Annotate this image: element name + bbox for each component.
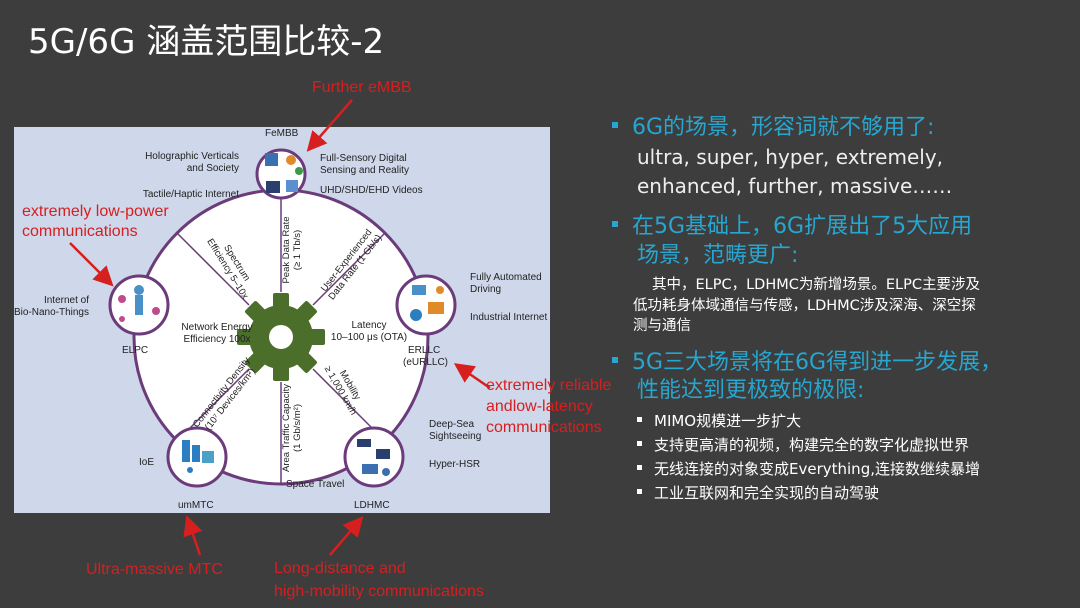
bullet-1-line2: ultra, super, hyper, extremely, <box>637 145 944 169</box>
figure-graphics <box>108 148 457 488</box>
elpc-name: ELPC <box>122 345 149 356</box>
net-energy-line2: Efficiency 100x <box>183 334 251 345</box>
sub-bullet-2-text: 支持更高清的视频，构建完全的数字化虚拟世界 <box>654 436 970 454</box>
peak-rate-label: Peak Data Rate (≥ 1 Tb/s) <box>281 210 303 290</box>
femmb-left1: Holographic Verticals <box>145 151 239 162</box>
area-line2: (1 Gb/s/m²) <box>292 403 303 453</box>
annotation-reliable-line2: andlow-latency <box>486 398 593 415</box>
bullet-2-line2: 场景，范畴更广: <box>637 243 799 268</box>
annotation-lowpower-line1: extremely low-power <box>22 203 169 220</box>
peak-line1: Peak Data Rate <box>281 216 292 284</box>
annotation-further-embb: Further eMBB <box>312 79 412 96</box>
bullet-1-heading: 6G的场景，形容词就不够用了: <box>612 113 934 143</box>
femmb-left3: Tactile/Haptic Internet <box>142 189 239 200</box>
ldhmc-right2: Sightseeing <box>429 431 482 442</box>
latency-line1: Latency <box>351 320 387 331</box>
annotation-reliable-line3: communications <box>486 419 602 436</box>
elpc-icons <box>118 285 160 322</box>
sub-bullet-1: MIMO规模进一步扩大 <box>637 409 801 433</box>
ldhmc-right1: Deep-Sea <box>429 419 475 430</box>
bullet-2-detail1: 其中，ELPC，LDHMC为新增场景。ELPC主要涉及 <box>652 277 980 293</box>
femmb-name: FeMBB <box>265 128 299 139</box>
bullet-3-heading: 5G三大场景将在6G得到进一步发展， <box>612 348 1002 378</box>
ldhmc-name: LDHMC <box>354 500 390 511</box>
annotation-reliable-line1: extremely reliable <box>486 377 612 394</box>
annotation-massive-mtc: Ultra-massive MTC <box>86 561 223 578</box>
ldhmc-left1: Space Travel <box>286 479 345 490</box>
ldhmc-right3: Hyper-HSR <box>429 459 481 470</box>
square-bullet-icon <box>637 465 642 470</box>
ldhmc-node <box>343 426 405 488</box>
arrow-icon <box>329 516 364 556</box>
square-bullet-icon <box>612 122 618 128</box>
elpc-left2: Bio-Nano-Things <box>14 307 89 318</box>
latency-line2: 10–100 μs (OTA) <box>330 332 408 343</box>
erllc-right3: Industrial Internet <box>470 312 548 323</box>
erllc-right2: Driving <box>470 284 502 295</box>
ldhmc-icons <box>357 439 390 476</box>
square-bullet-icon <box>637 441 642 446</box>
ummtc-name: umMTC <box>178 500 214 511</box>
erllc-name1: ERLLC <box>408 345 441 356</box>
slide-title: 5G/6G 涵盖范围比较-2 <box>28 22 385 62</box>
area-capacity-label: Area Traffic Capacity (1 Gb/s/m²) <box>281 378 303 478</box>
square-bullet-icon <box>637 489 642 494</box>
erllc-right1: Fully Automated <box>470 272 542 283</box>
square-bullet-icon <box>612 357 618 363</box>
erllc-name2: (eURLLC) <box>403 357 449 368</box>
square-bullet-icon <box>612 221 618 227</box>
ummtc-left1: IoE <box>139 457 155 468</box>
annotation-longdist-line2: high-mobility communications <box>274 583 484 600</box>
sub-bullet-3-text: 无线连接的对象变成Everything,连接数继续暴增 <box>654 460 980 478</box>
ring-spokes <box>176 190 386 484</box>
femmb-right1: Full-Sensory Digital <box>320 153 407 164</box>
erllc-icons <box>410 285 444 321</box>
femmb-icons <box>265 153 303 193</box>
arrow-icon <box>183 515 203 556</box>
bullet-1-line3: enhanced, further, massive…… <box>637 174 953 198</box>
bullet-2-text: 在5G基础上，6G扩展出了5大应用 <box>632 214 973 239</box>
bullet-2-heading: 在5G基础上，6G扩展出了5大应用 <box>612 212 972 242</box>
annotation-lowpower-line2: communications <box>22 223 138 240</box>
sub-bullet-1-text: MIMO规模进一步扩大 <box>654 412 802 430</box>
gear-icon <box>237 293 325 381</box>
annotation-longdist-line1: Long-distance and <box>274 560 406 577</box>
bullet-2-detail2: 低功耗身体域通信与传感，LDHMC涉及深海、深空探 <box>633 298 976 314</box>
scenario-figure: FeMBB Holographic Verticals and Society … <box>14 127 550 513</box>
ummtc-icons <box>182 440 214 473</box>
bullet-3-text: 5G三大场景将在6G得到进一步发展， <box>632 350 1003 375</box>
peak-line2: (≥ 1 Tb/s) <box>292 229 303 271</box>
bullet-3-line2: 性能达到更极致的极限: <box>637 378 865 403</box>
sub-bullet-3: 无线连接的对象变成Everything,连接数继续暴增 <box>637 457 980 481</box>
square-bullet-icon <box>637 417 642 422</box>
sub-bullet-4: 工业互联网和完全实现的自动驾驶 <box>637 481 879 505</box>
elpc-left1: Internet of <box>43 295 89 306</box>
bullet-1-text: 6G的场景，形容词就不够用了: <box>632 115 935 140</box>
femmb-right3: UHD/SHD/EHD Videos <box>320 185 423 196</box>
sub-bullet-2: 支持更高清的视频，构建完全的数字化虚拟世界 <box>637 433 969 457</box>
femmb-right2: Sensing and Reality <box>320 165 409 176</box>
femmb-left2: and Society <box>186 163 239 174</box>
net-energy-line1: Network Energy <box>181 322 253 333</box>
sub-bullet-4-text: 工业互联网和完全实现的自动驾驶 <box>654 484 880 502</box>
area-line1: Area Traffic Capacity <box>281 384 292 473</box>
bullet-2-detail3: 测与通信 <box>633 318 691 334</box>
